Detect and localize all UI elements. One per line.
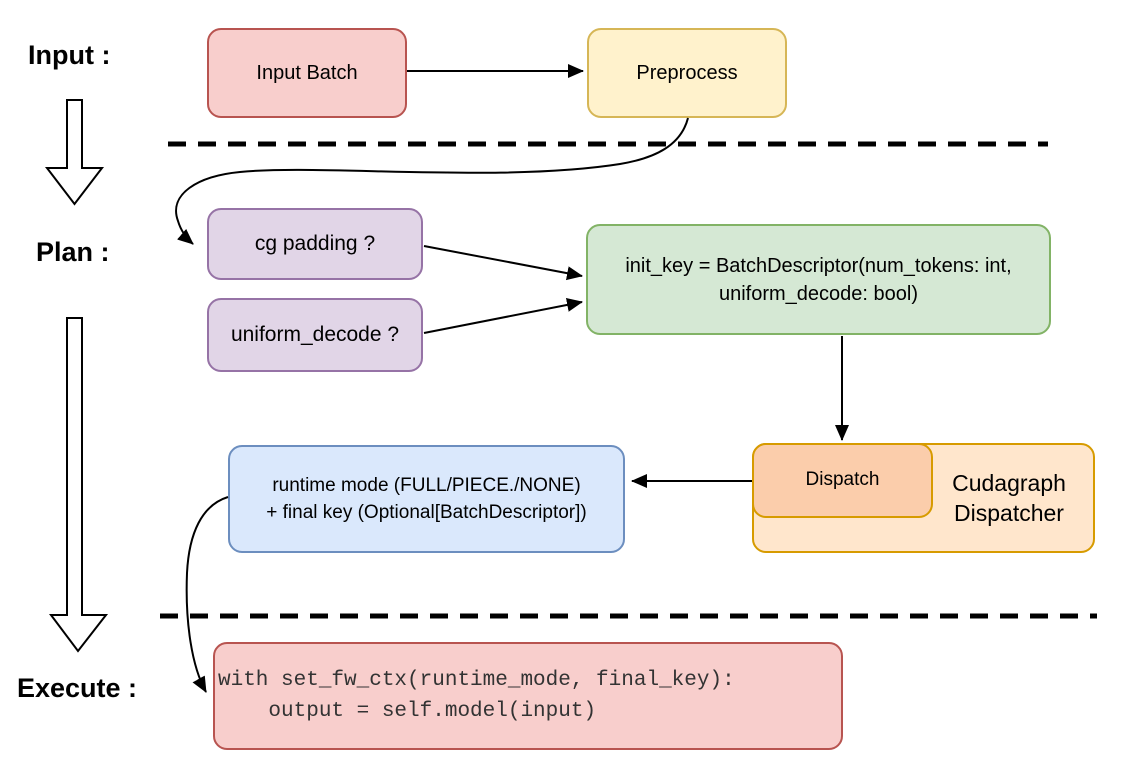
node-input-batch: Input Batch xyxy=(207,28,407,118)
node-cg-padding-label: cg padding ? xyxy=(254,232,376,256)
node-runtime-mode-line1: runtime mode (FULL/PIECE./NONE) xyxy=(272,475,581,496)
stage-label-execute: Execute : xyxy=(17,673,138,703)
node-input-batch-label: Input Batch xyxy=(256,62,358,84)
node-preprocess-label: Preprocess xyxy=(636,62,738,84)
node-cudagraph-line1: Cudagraph xyxy=(952,470,1066,496)
stage-down-arrow-input-to-plan-icon xyxy=(44,99,105,206)
node-preprocess: Preprocess xyxy=(587,28,787,118)
node-cudagraph-line2: Dispatcher xyxy=(954,500,1064,526)
stage-label-plan: Plan : xyxy=(36,237,110,267)
stage-down-arrow-plan-to-execute-icon xyxy=(49,317,109,653)
node-cudagraph-dispatcher-label: Cudagraph Dispatcher xyxy=(925,445,1093,551)
node-execute-code: with set_fw_ctx(runtime_mode, final_key)… xyxy=(213,642,843,750)
node-execute-code-line1: with set_fw_ctx(runtime_mode, final_key)… xyxy=(218,669,735,692)
arrow-cg-padding-to-init-key xyxy=(423,245,583,281)
node-runtime-mode: runtime mode (FULL/PIECE./NONE) + final … xyxy=(228,445,625,553)
node-init-key-line1: init_key = BatchDescriptor(num_tokens: i… xyxy=(625,254,1012,277)
node-execute-code-line2: output = self.model(input) xyxy=(218,700,597,723)
node-cg-padding: cg padding ? xyxy=(207,208,423,280)
node-uniform-decode-label: uniform_decode ? xyxy=(230,323,400,347)
node-init-key: init_key = BatchDescriptor(num_tokens: i… xyxy=(586,224,1051,335)
node-runtime-mode-line2: + final key (Optional[BatchDescriptor]) xyxy=(266,502,587,523)
node-init-key-line2: uniform_decode: bool) xyxy=(718,282,918,305)
stage-label-input: Input : xyxy=(28,40,111,70)
arrow-uniform-decode-to-init-key xyxy=(423,298,583,334)
node-dispatch: Dispatch xyxy=(752,443,933,518)
node-dispatch-label: Dispatch xyxy=(805,469,880,491)
node-uniform-decode: uniform_decode ? xyxy=(207,298,423,372)
